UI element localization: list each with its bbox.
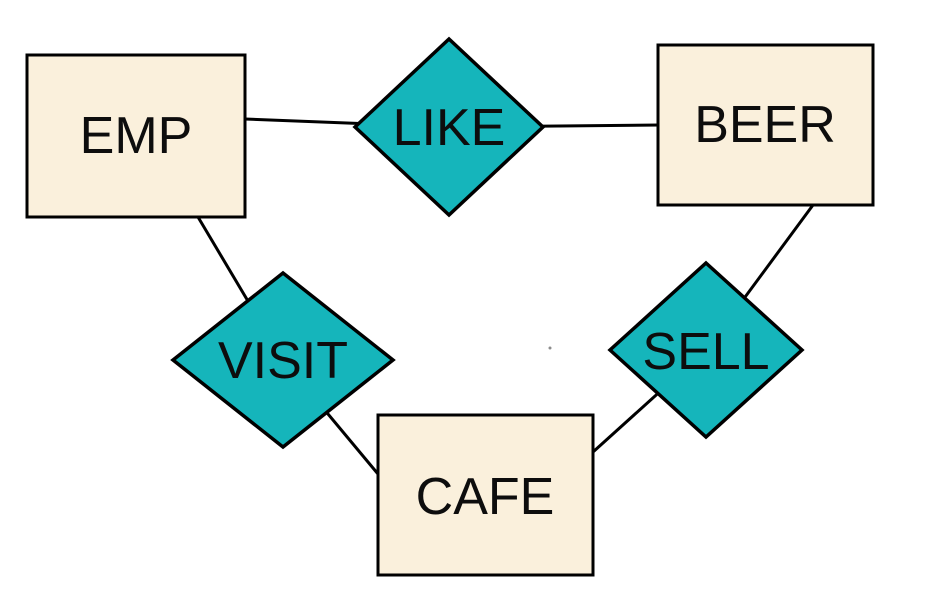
entity-beer-label: BEER bbox=[694, 96, 836, 154]
entity-emp-box bbox=[25, 53, 247, 219]
entity-beer: BEER bbox=[656, 43, 875, 207]
relationship-like: LIKE bbox=[352, 36, 546, 218]
relationship-visit-label: VISIT bbox=[218, 332, 348, 390]
entity-emp: EMP bbox=[25, 53, 247, 219]
relationship-like-label: LIKE bbox=[393, 99, 506, 157]
relationship-sell-label: SELL bbox=[642, 323, 769, 381]
entity-beer-box bbox=[656, 43, 875, 207]
relationship-like-diamond bbox=[352, 36, 546, 218]
stray-dot bbox=[548, 346, 552, 350]
entity-cafe-label: CAFE bbox=[416, 468, 555, 526]
relationship-sell-diamond bbox=[607, 260, 805, 440]
relationship-visit-diamond bbox=[170, 270, 396, 450]
relationship-visit: VISIT bbox=[170, 270, 396, 450]
entity-cafe-box bbox=[376, 413, 595, 577]
entity-cafe: CAFE bbox=[376, 413, 595, 577]
entity-emp-label: EMP bbox=[80, 107, 193, 165]
relationship-sell: SELL bbox=[607, 260, 805, 440]
